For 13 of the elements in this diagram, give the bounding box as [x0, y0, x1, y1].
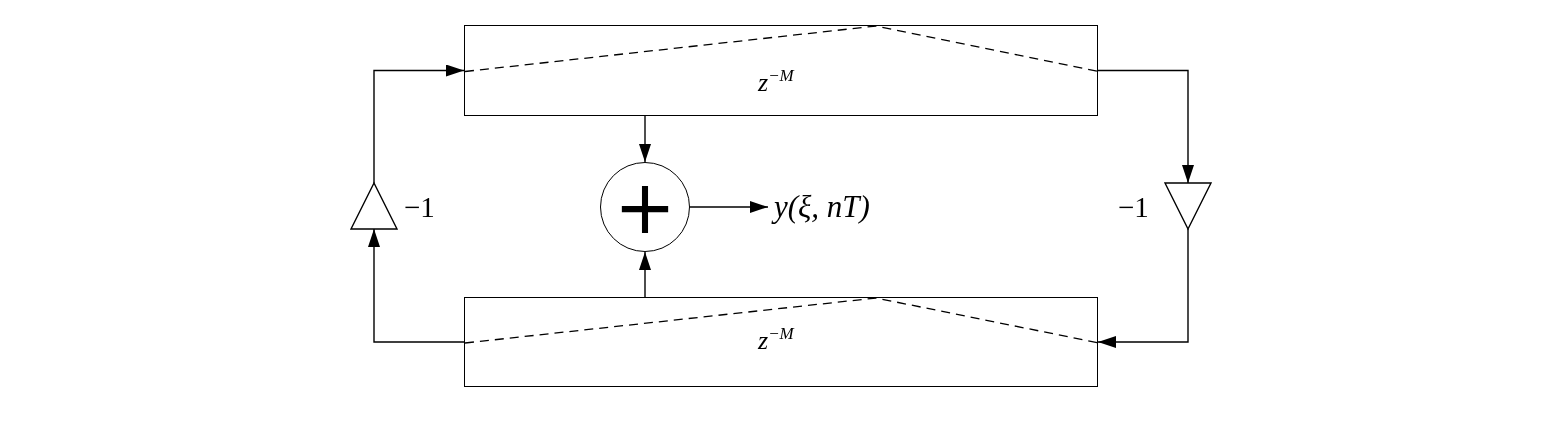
delay-label: z$^{−M}$	[758, 65, 794, 98]
arrow	[1097, 228, 1189, 348]
arrow	[639, 251, 651, 298]
gain-triangle	[1165, 183, 1211, 229]
delay-label: z$^{−M}$	[758, 323, 794, 356]
gain-value: −1	[404, 190, 435, 224]
arrow	[1097, 69, 1194, 184]
arrow	[639, 115, 651, 163]
arrow	[689, 201, 769, 213]
arrow	[368, 228, 465, 343]
gain-value: −1	[1118, 190, 1149, 224]
arrow	[373, 64, 465, 184]
gain-triangle	[351, 183, 397, 229]
